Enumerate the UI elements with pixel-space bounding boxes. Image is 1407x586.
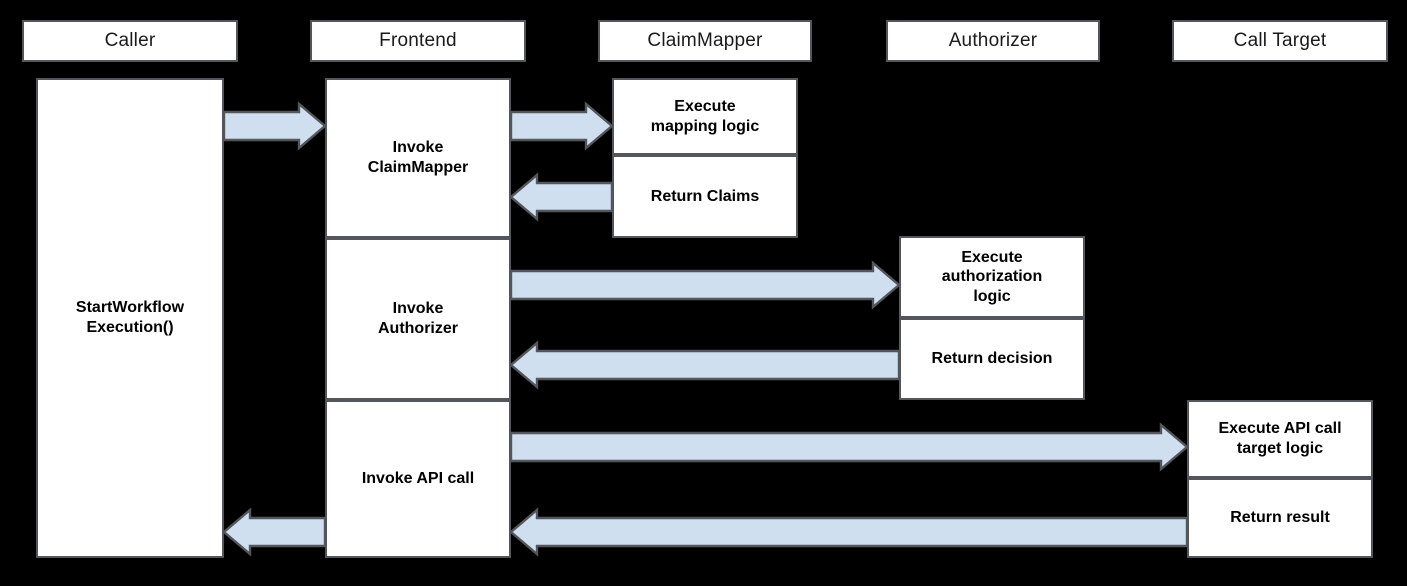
activation-label-line: Execute API call [1218,420,1342,438]
message-arrow-caller-to-frontend [214,94,335,158]
activation-label-line: target logic [1236,440,1324,457]
activation-claimmapper-4: Execute mapping logic [612,78,798,155]
message-arrow-claimmapper-to-frontend [501,165,622,229]
activation-label-line: logic [973,287,1011,305]
message-arrow-frontend-to-caller [214,500,335,564]
activation-label-line: Return Claims [650,187,760,205]
activation-label-line: Execution() [86,319,174,336]
activation-label: Return Claims [651,187,759,207]
activation-label-line: authorization [941,268,1043,286]
activation-label-line: ClaimMapper [367,159,469,176]
activation-label-line: Authorizer [378,320,458,337]
arrow-shape [222,101,327,151]
activation-label-line: Invoke [392,300,444,318]
activation-label-line: Execute [961,248,1023,266]
activation-label-line: StartWorkflow [75,299,185,317]
activation-label: Return decision [932,349,1053,369]
arrow-shape [509,172,614,222]
arrow-shape [509,101,614,151]
activation-frontend-3: Invoke API call [325,400,511,558]
message-arrow-frontend-to-claimmapper [501,94,622,158]
lane-header-frontend: Frontend [310,20,526,62]
activation-authorizer-7: Return decision [899,318,1085,400]
lane-header-claimmapper: ClaimMapper [598,20,812,62]
activation-label: Execute API call target logic [1218,419,1341,458]
arrow-shape [509,422,1189,472]
activation-label-line: Execute [674,97,736,115]
activation-calltarget-9: Return result [1187,478,1373,558]
message-arrow-frontend-to-authorizer [501,253,909,317]
lane-header-calltarget: Call Target [1172,20,1388,62]
activation-label-line: Return result [1230,509,1330,527]
activation-label: Return result [1230,508,1330,528]
lane-header-caller: Caller [22,20,238,62]
arrow-shape [222,507,327,557]
arrow-shape [509,260,901,310]
activation-label-line: Return decision [931,350,1053,368]
arrow-shape [509,340,901,390]
message-arrow-authorizer-to-frontend [501,333,909,397]
activation-label-line: Invoke API call [361,470,475,488]
arrow-shape [509,507,1189,557]
activation-label-line: Invoke [392,139,444,157]
activation-label: Invoke API call [362,469,474,489]
activation-label: Execute mapping logic [651,97,759,136]
activation-claimmapper-5: Return Claims [612,155,798,238]
lane-header-authorizer: Authorizer [886,20,1100,62]
activation-label-line: mapping logic [650,117,760,135]
message-arrow-calltarget-to-frontend [501,500,1197,564]
message-arrow-frontend-to-calltarget [501,415,1197,479]
activation-calltarget-8: Execute API call target logic [1187,400,1373,478]
